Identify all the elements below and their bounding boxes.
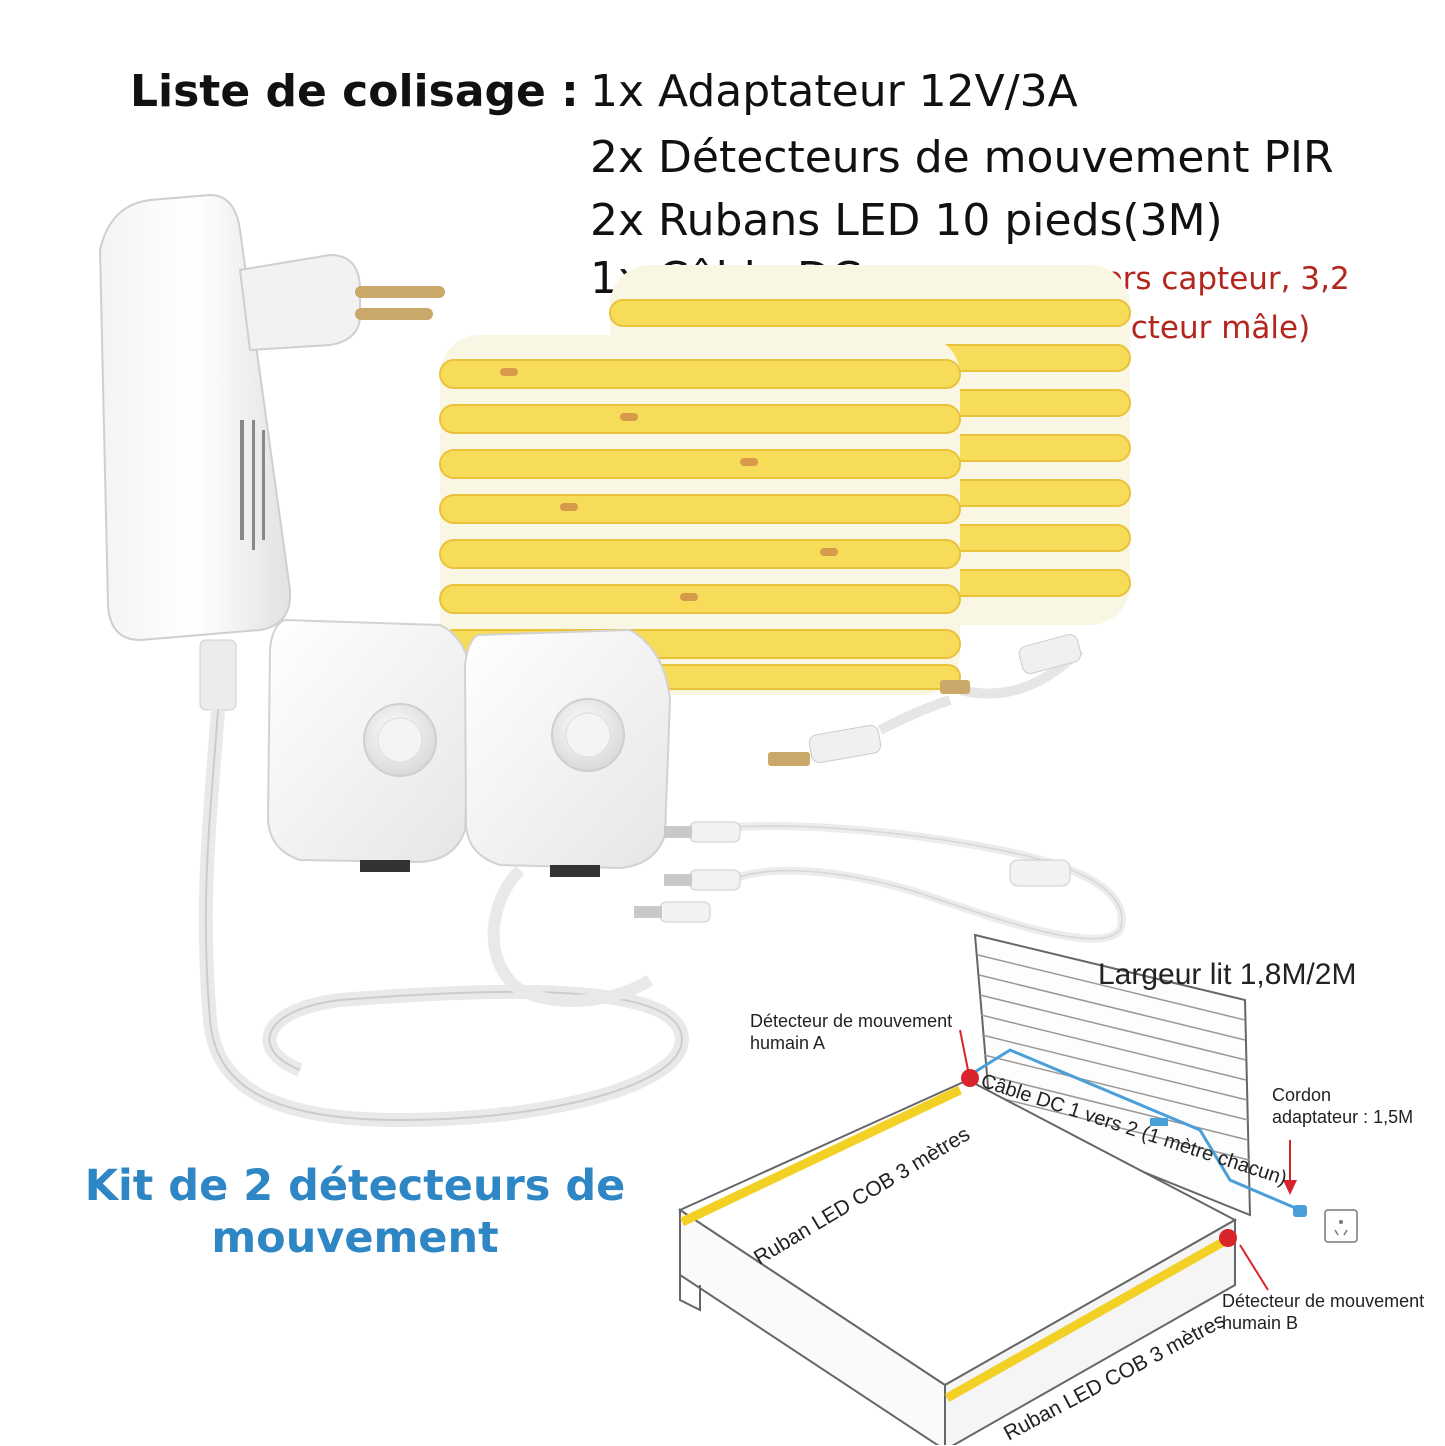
packing-list-title: Liste de colisage : <box>130 66 579 117</box>
packing-item-pir-detectors: 2x Détecteurs de mouvement PIR <box>590 132 1334 183</box>
packing-item-adapter: 1x Adaptateur 12V/3A <box>590 66 1078 117</box>
detector-b-line2: humain B <box>1222 1313 1299 1333</box>
detector-b-label: Détecteur de mouvement humain B <box>1222 1290 1424 1334</box>
cord-line2: adaptateur : 1,5M <box>1272 1107 1414 1127</box>
cord-arrow <box>1283 1140 1297 1195</box>
detector-a-line1: Détecteur de mouvement <box>750 1011 953 1031</box>
sensor-cable <box>487 865 654 1007</box>
bed-led-strip-right <box>944 1234 1233 1402</box>
led-reel-front <box>439 335 961 695</box>
power-adapter <box>98 193 689 1128</box>
bed-dc-cable <box>969 1048 1307 1217</box>
kit-title: Kit de 2 détecteurs de mouvement <box>40 1160 670 1264</box>
pir-sensor-b <box>463 628 672 877</box>
pir-sensor-a <box>266 618 472 872</box>
dc-connectors <box>768 634 1084 766</box>
cord-label: Cordon adaptateur : 1,5M <box>1272 1084 1413 1128</box>
kit-title-line2: mouvement <box>211 1213 499 1263</box>
detector-a-line2: humain A <box>750 1033 826 1053</box>
bed-led-strip-left <box>680 1085 962 1227</box>
sensor-b-marker <box>1219 1229 1269 1291</box>
packing-item-led-strips: 2x Rubans LED 10 pieds(3M) <box>590 195 1223 246</box>
bed-width-label: Largeur lit 1,8M/2M <box>1098 958 1357 991</box>
sensor-a-marker <box>959 1029 979 1087</box>
splitter-cable <box>634 821 1126 943</box>
wall-outlet-icon <box>1324 1209 1358 1243</box>
cord-line1: Cordon <box>1272 1085 1332 1105</box>
detector-b-line1: Détecteur de mouvement <box>1222 1291 1425 1311</box>
detector-a-label: Détecteur de mouvement humain A <box>750 1010 952 1054</box>
kit-title-line1: Kit de 2 détecteurs de <box>84 1161 626 1211</box>
